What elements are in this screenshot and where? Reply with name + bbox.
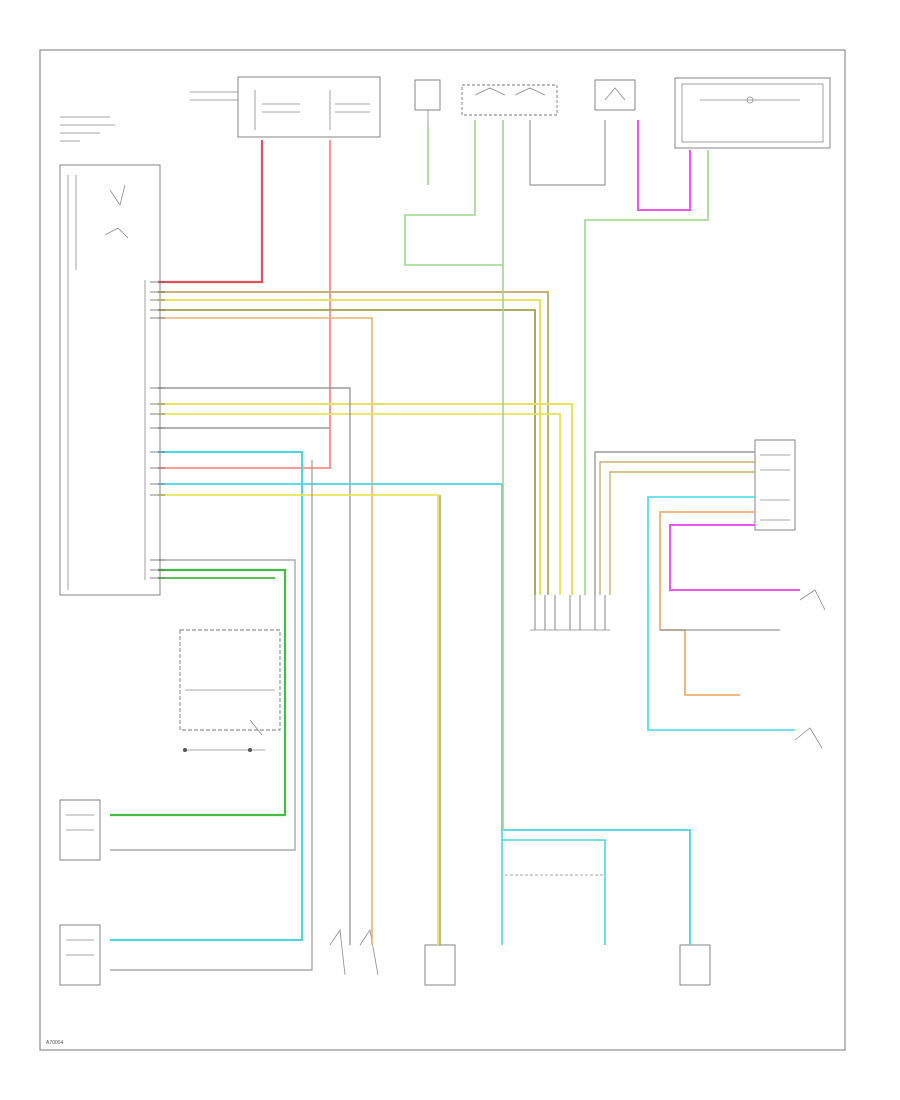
bottom-box-2 — [679, 944, 711, 986]
wire-gray-1 — [158, 387, 351, 945]
wire-orange-right — [659, 511, 755, 696]
wire-lightgreen-2 — [404, 120, 503, 266]
wire-magenta-1 — [637, 120, 691, 211]
bottom-sensor-cluster — [329, 928, 379, 976]
ground-switch-block — [179, 629, 281, 752]
wire-lightgreen-4 — [584, 150, 709, 595]
legend-lines — [60, 116, 115, 142]
wire-yellow-3 — [158, 413, 561, 595]
sensor-top-1 — [414, 79, 441, 125]
door-module-1 — [59, 799, 101, 861]
wire-gray-door-2 — [110, 460, 313, 971]
wire-right-gray-1 — [594, 451, 755, 595]
switch-assembly-top — [461, 84, 558, 116]
right-switch-1 — [799, 589, 826, 611]
wire-yellow-2 — [158, 403, 573, 595]
wire-yellow-1 — [158, 299, 541, 595]
wire-green-1 — [110, 568, 287, 817]
wire-right-tan-2 — [609, 471, 755, 595]
wire-gray-door — [110, 559, 296, 851]
wire-orange-1 — [158, 317, 373, 945]
center-splice-pins — [530, 595, 610, 631]
bottom-box-1 — [424, 944, 456, 986]
wire-tan-1 — [158, 291, 549, 595]
wire-olive-1 — [158, 309, 536, 595]
diagram-frame — [39, 49, 846, 1051]
door-module-2 — [59, 924, 101, 986]
wire-red-power — [158, 140, 264, 284]
right-switch-2 — [794, 727, 823, 749]
wire-cyan-1 — [110, 451, 303, 941]
wire-pink — [158, 140, 331, 469]
wire-cyan-5 — [647, 496, 795, 731]
wire-right-tan-1 — [599, 461, 755, 595]
wire-yellow-bottom — [158, 494, 439, 945]
page-id-label: A70004 — [46, 1040, 63, 1046]
wire-cyan-4 — [502, 839, 606, 945]
wire-magenta-2 — [669, 524, 800, 591]
instrument-cluster — [674, 77, 831, 149]
relay-top — [594, 79, 636, 111]
wire-gray-top — [529, 120, 606, 186]
module-pin-markers — [150, 281, 165, 579]
right-connector-block — [754, 439, 796, 531]
main-control-module — [59, 164, 161, 596]
fuse-block-top — [190, 76, 381, 138]
